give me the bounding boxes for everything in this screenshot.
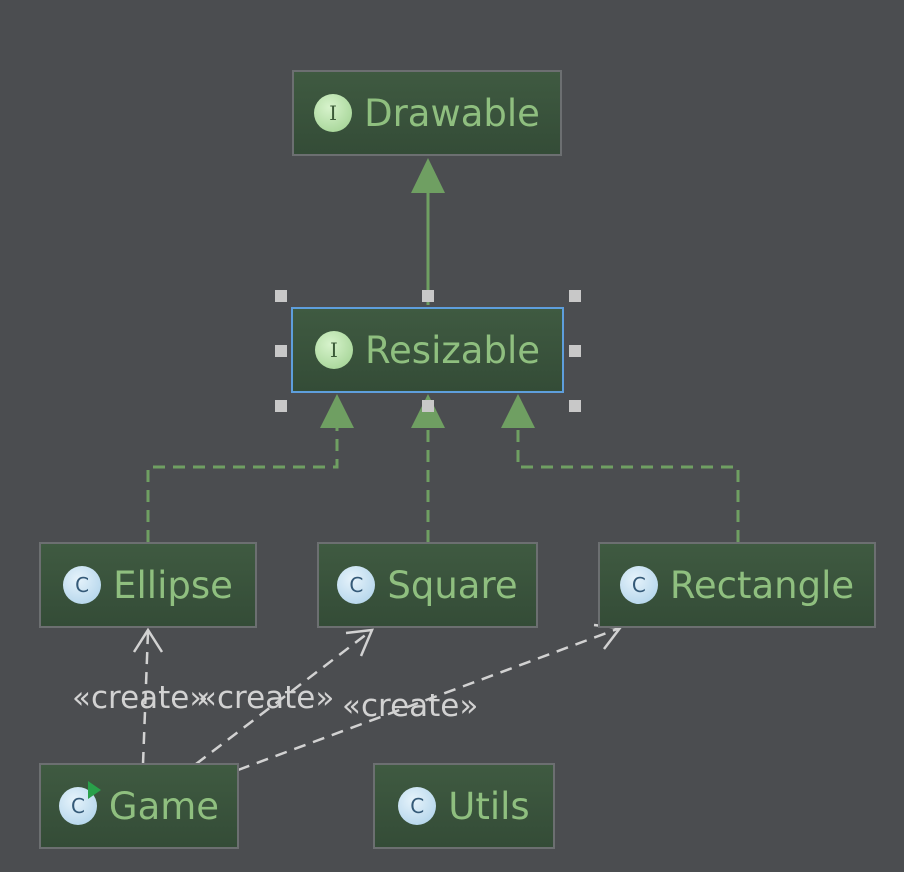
node-label: Ellipse xyxy=(113,563,233,607)
run-marker-icon xyxy=(87,781,101,799)
edge-game-square xyxy=(195,629,373,765)
node-square[interactable]: C Square xyxy=(317,542,538,628)
arrowhead-game-ellipse xyxy=(132,627,164,653)
arrowhead-rectangle-resizable xyxy=(501,394,535,428)
resize-handle-s[interactable] xyxy=(422,400,434,412)
resize-handle-sw[interactable] xyxy=(275,400,287,412)
resize-handle-ne[interactable] xyxy=(569,290,581,302)
edge-ellipse-resizable xyxy=(146,428,339,542)
resize-handle-n[interactable] xyxy=(422,290,434,302)
node-rectangle[interactable]: C Rectangle xyxy=(598,542,876,628)
node-label: Resizable xyxy=(365,328,540,372)
resize-handle-w[interactable] xyxy=(275,345,287,357)
create-label-ellipse: «create» xyxy=(72,680,209,716)
arrowhead-game-square xyxy=(345,628,374,657)
class-icon: C xyxy=(398,787,437,825)
interface-icon: I xyxy=(314,94,353,132)
node-drawable[interactable]: I Drawable xyxy=(292,70,562,156)
edge-rectangle-resizable xyxy=(516,428,740,542)
resize-handle-e[interactable] xyxy=(569,345,581,357)
resize-handle-nw[interactable] xyxy=(275,290,287,302)
node-label: Rectangle xyxy=(669,563,855,607)
edge-game-ellipse xyxy=(141,631,150,765)
arrowhead-drawable xyxy=(411,158,445,193)
runnable-class-icon: C xyxy=(58,781,101,825)
class-icon: C xyxy=(63,566,102,604)
class-icon-letter: C xyxy=(70,794,85,818)
node-resizable[interactable]: I Resizable xyxy=(291,307,564,393)
node-label: Game xyxy=(108,784,220,828)
node-ellipse[interactable]: C Ellipse xyxy=(39,542,257,628)
class-icon: C xyxy=(337,566,376,604)
node-label: Square xyxy=(387,563,518,607)
node-utils[interactable]: C Utils xyxy=(373,763,555,849)
class-icon: C xyxy=(619,566,658,604)
interface-icon: I xyxy=(315,331,353,369)
node-game[interactable]: C Game xyxy=(39,763,239,849)
node-label: Drawable xyxy=(364,91,540,135)
node-label: Utils xyxy=(448,784,530,828)
create-label-square: «create» xyxy=(198,680,335,716)
create-label-rectangle: «create» xyxy=(342,688,479,724)
resize-handle-se[interactable] xyxy=(569,400,581,412)
edge-game-rectangle xyxy=(237,626,621,772)
arrowhead-ellipse-resizable xyxy=(320,394,354,428)
